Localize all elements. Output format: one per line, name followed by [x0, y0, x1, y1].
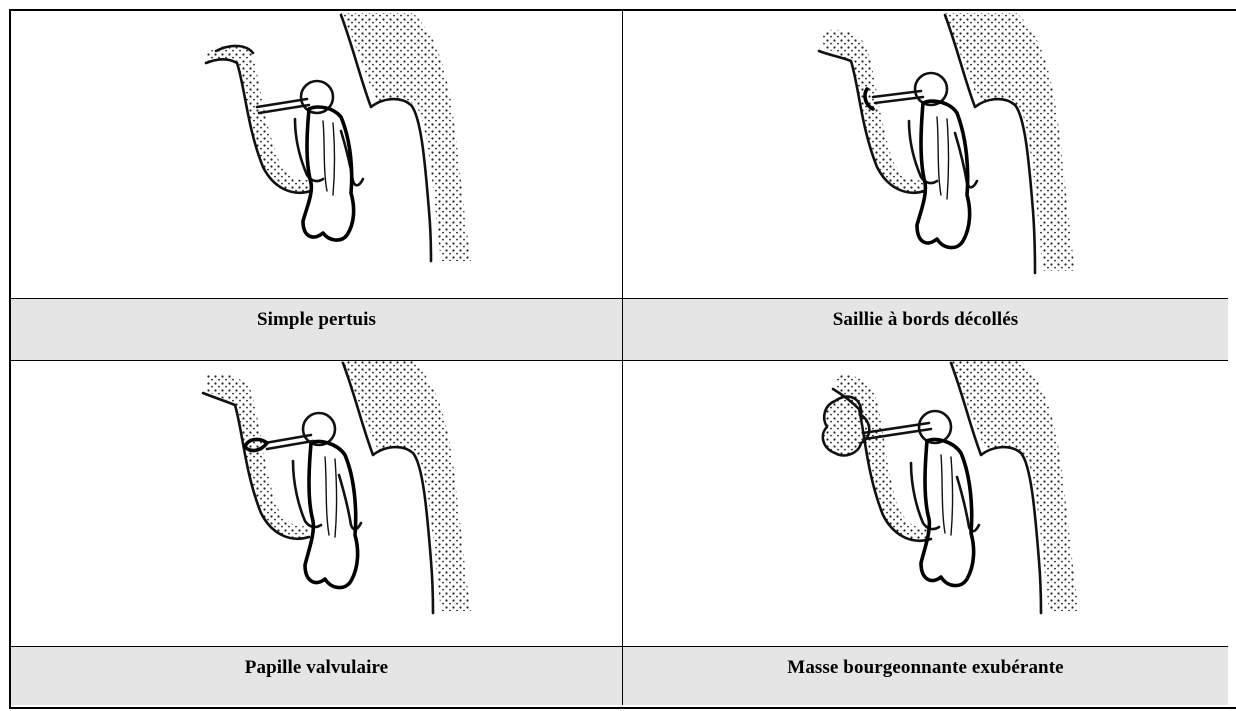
tooth-sketch-masse	[623, 361, 1228, 647]
caption-simple-pertuis: Simple pertuis	[257, 309, 376, 331]
illustration-simple-pertuis	[11, 11, 623, 299]
tooth-sketch-simple-pertuis	[11, 11, 623, 299]
tooth-sketch-papille	[11, 361, 623, 647]
figure-table: Simple pertuis Saillie à bords décollés	[9, 9, 1236, 709]
illustration-papille-valvulaire	[11, 361, 623, 647]
illustration-saillie-bords-decolles	[623, 11, 1228, 299]
caption-cell-papille: Papille valvulaire	[11, 647, 623, 705]
caption-cell-masse: Masse bourgeonnante exubérante	[623, 647, 1228, 705]
caption-papille-valvulaire: Papille valvulaire	[245, 657, 388, 679]
caption-cell-simple-pertuis: Simple pertuis	[11, 299, 623, 361]
caption-saillie: Saillie à bords décollés	[833, 309, 1019, 331]
caption-masse-bourgeonnante: Masse bourgeonnante exubérante	[787, 657, 1063, 679]
illustration-masse-bourgeonnante	[623, 361, 1228, 647]
tooth-sketch-saillie	[623, 11, 1228, 299]
caption-cell-saillie: Saillie à bords décollés	[623, 299, 1228, 361]
